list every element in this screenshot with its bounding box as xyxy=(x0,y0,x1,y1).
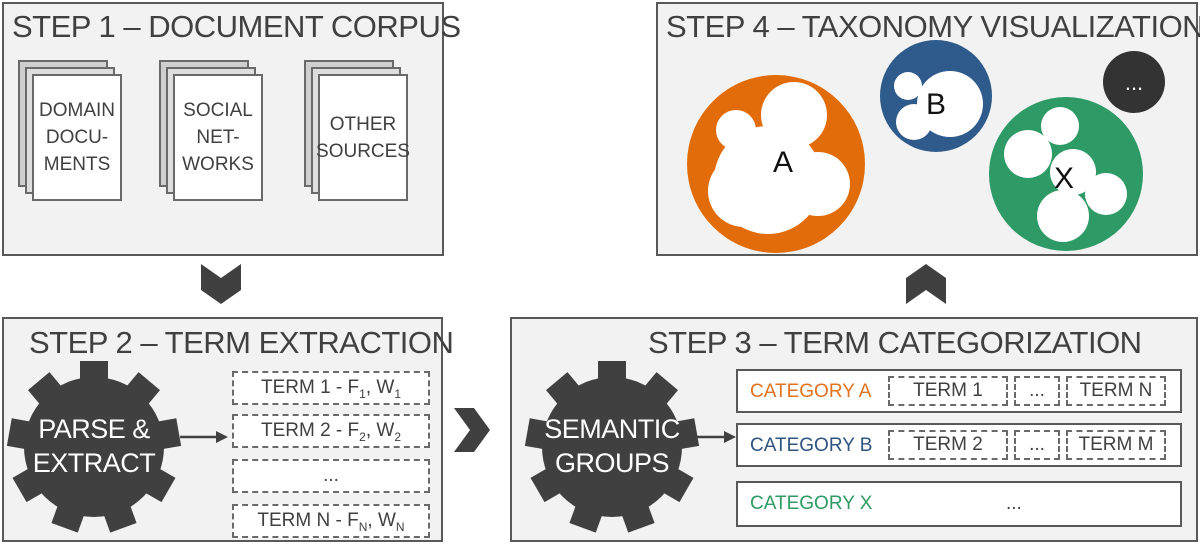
term-w-sub: 1 xyxy=(394,386,402,401)
gear-label-semantic: SEMANTIC GROUPS xyxy=(522,412,702,480)
arrow-right-icon xyxy=(688,431,736,443)
cat-term-box: ... xyxy=(1014,430,1060,460)
cat-term: TERM 1 xyxy=(913,380,983,401)
category-row-a: CATEGORY A TERM 1 ... TERM N xyxy=(736,369,1182,413)
cat-term-box: TERM 1 xyxy=(888,376,1008,406)
category-label-a: CATEGORY A xyxy=(750,381,872,402)
doc-line: WORKS xyxy=(182,154,254,175)
gear-line: EXTRACT xyxy=(32,448,156,478)
term-f-sub: N xyxy=(358,519,368,534)
term-sep: , W xyxy=(365,420,395,441)
bubble-b: B xyxy=(880,40,992,152)
term-f-sub: 1 xyxy=(359,386,366,401)
arrow-right-icon xyxy=(180,431,228,443)
doc-line: DOCU- xyxy=(45,127,109,148)
term-box-2: TERM 2 - F2, W2 xyxy=(232,414,430,448)
term-f-sub: 2 xyxy=(359,429,366,444)
doc-front-other: OTHER SOURCES xyxy=(316,74,410,201)
doc-line: DOMAIN xyxy=(39,100,115,121)
gear-label-parse: PARSE & EXTRACT xyxy=(14,412,174,480)
cat-term: TERM N xyxy=(1079,380,1153,401)
doc-stack-other: OTHER SOURCES xyxy=(304,60,410,202)
doc-line: NET- xyxy=(196,127,240,148)
term-w-sub: N xyxy=(395,519,405,534)
cat-term-box: TERM 2 xyxy=(888,430,1008,460)
bubble-label-b: B xyxy=(926,88,946,121)
bubble-label-more: ... xyxy=(1125,70,1143,95)
term-sep: , W xyxy=(367,510,396,531)
term-box-1: TERM 1 - F1, W1 xyxy=(232,371,430,405)
bubble-chart: A B X ... xyxy=(687,40,1165,253)
term-w-sub: 2 xyxy=(394,429,402,444)
step3-panel: STEP 3 – TERM CATEGORIZATION SEMANTIC GR… xyxy=(510,317,1198,542)
term-ellipsis: ... xyxy=(323,465,339,486)
bubble-a: A xyxy=(687,75,865,253)
doc-stack-domain: DOMAIN DOCU- MENTS xyxy=(18,60,122,202)
chevron-right-icon xyxy=(454,408,490,452)
cat-term: ... xyxy=(1029,434,1045,455)
step1-title: STEP 1 – DOCUMENT CORPUS xyxy=(12,9,461,44)
doc-stack-social: SOCIAL NET- WORKS xyxy=(159,60,263,202)
step2-title: STEP 2 – TERM EXTRACTION xyxy=(29,325,454,360)
step4-panel: STEP 4 – TAXONOMY VISUALIZATION A B xyxy=(656,2,1200,256)
bubble-label-x: X xyxy=(1054,162,1074,195)
doc-line: MENTS xyxy=(43,154,111,175)
term-box-n: TERM N - FN, WN xyxy=(232,504,430,538)
term-sep: , W xyxy=(365,377,395,398)
cat-term: TERM M xyxy=(1078,434,1154,455)
bubble-label-a: A xyxy=(773,146,793,179)
term-label: TERM N - F xyxy=(257,510,359,531)
bubble-x: X xyxy=(989,97,1143,251)
doc-front-domain: DOMAIN DOCU- MENTS xyxy=(32,74,122,201)
gear-icon xyxy=(6,361,182,533)
doc-front-social: SOCIAL NET- WORKS xyxy=(173,74,263,201)
cat-term: ... xyxy=(1029,380,1045,401)
doc-line: SOURCES xyxy=(316,140,410,162)
gear-icon xyxy=(524,361,700,533)
term-label: TERM 2 - F xyxy=(260,420,360,441)
step3-title: STEP 3 – TERM CATEGORIZATION xyxy=(648,325,1142,360)
cat-term-box: TERM N xyxy=(1066,376,1166,406)
term-box-ellipsis: ... xyxy=(232,459,430,493)
gear-line: SEMANTIC xyxy=(544,414,680,444)
gear-line: GROUPS xyxy=(554,448,670,478)
category-label-x: CATEGORY X xyxy=(750,493,873,514)
doc-line: OTHER xyxy=(329,113,397,135)
step2-panel: STEP 2 – TERM EXTRACTION PARSE & EXTRACT… xyxy=(2,317,454,542)
chevron-up-icon xyxy=(906,264,946,304)
gear-line: PARSE & xyxy=(38,414,150,444)
cat-term-box: ... xyxy=(1014,376,1060,406)
doc-line: SOCIAL xyxy=(183,100,253,121)
category-row-x: CATEGORY X ... xyxy=(736,481,1182,527)
category-label-b: CATEGORY B xyxy=(750,435,873,456)
cat-term: TERM 2 xyxy=(913,434,983,455)
cat-term-box: TERM M xyxy=(1066,430,1166,460)
term-label: TERM 1 - F xyxy=(260,377,360,398)
step4-title: STEP 4 – TAXONOMY VISUALIZATION xyxy=(666,9,1200,44)
bubble-more: ... xyxy=(1103,51,1165,113)
step1-panel: STEP 1 – DOCUMENT CORPUS DOMAIN DOCU- ME… xyxy=(2,2,461,256)
category-row-b: CATEGORY B TERM 2 ... TERM M xyxy=(736,423,1182,467)
category-ellipsis: ... xyxy=(1006,493,1022,514)
